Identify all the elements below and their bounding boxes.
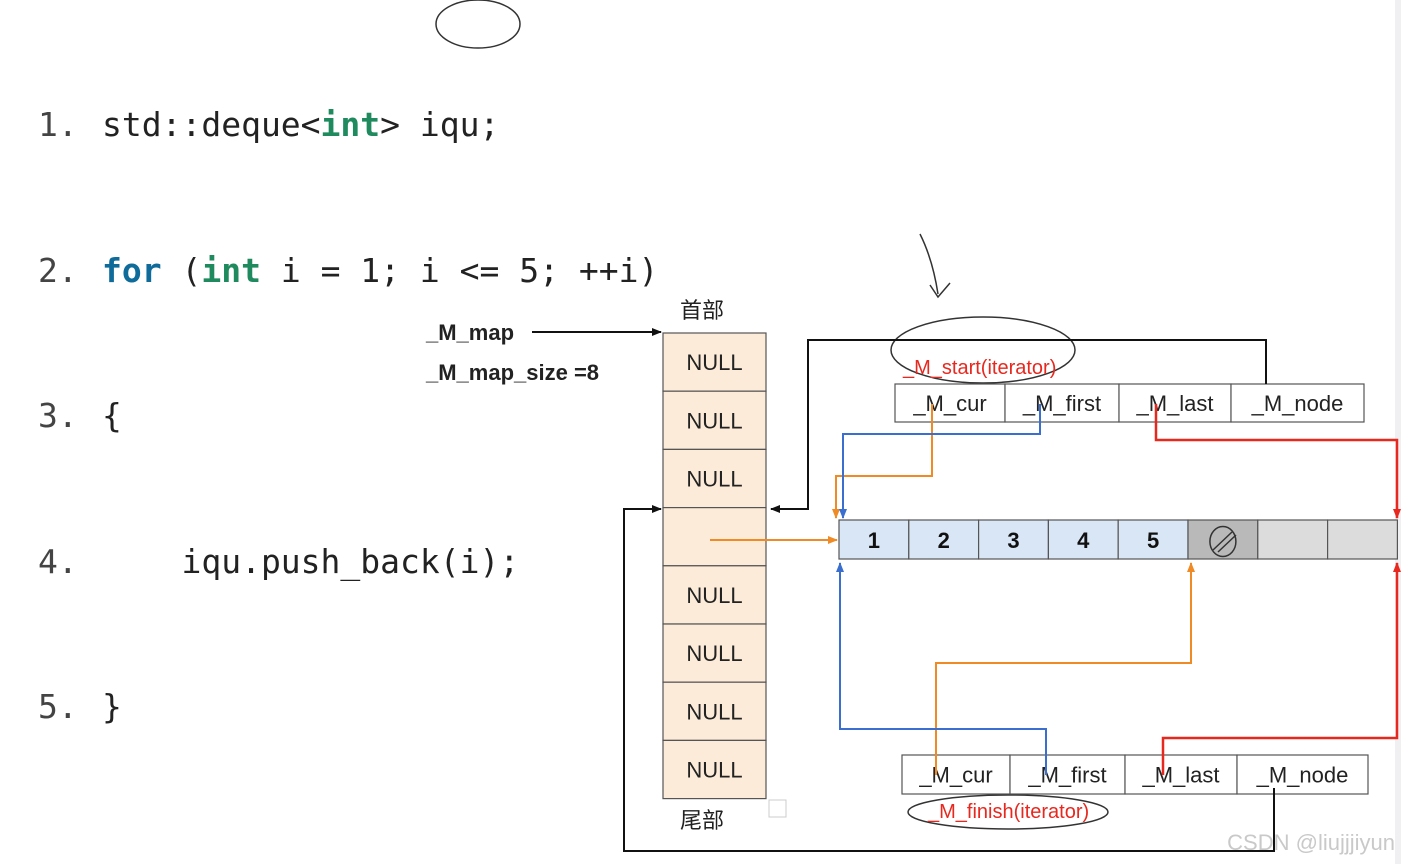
buffer-cell [1326,519,1398,560]
iterator-field [1009,754,1126,795]
code-token: ( [161,250,202,290]
iterator-field-text: _M_cur [918,763,992,788]
map-label: _M_map [425,320,514,345]
iterator-field-text: _M_last [1141,763,1219,788]
iterator-field [1230,383,1365,423]
code-token: > iqu; [380,105,500,144]
map-slot-text: NULL [686,699,742,724]
start-node-arrow [770,339,1267,513]
buffer-array: 1 2 3 4 5 [838,519,1398,560]
code-block: 1.std::deque<int> iqu; 2.for (int i = 1;… [38,4,658,780]
iterator-field [901,754,1011,795]
code-line: 1. std::deque<int> iqu; [38,101,658,150]
code-line: 5.} [38,683,658,732]
iterator-field [1236,754,1369,795]
start-iterator: _M_cur _M_first _M_last _M_node [894,383,1365,423]
code-line: 3. { [38,392,658,441]
tail-label: 尾部 [680,809,724,834]
handdrawn-arrow [919,233,951,299]
buffer-cell-text: 2 [938,528,950,553]
code-token: int [201,250,261,290]
code-token: iqu.push_back(i); [102,541,520,581]
map-slot-text: NULL [686,583,742,608]
map-size-label: _M_map_size =8 [425,360,599,385]
scribble-mark [1209,525,1237,558]
code-token: { [102,396,122,435]
iterator-field-text: _M_node [1251,391,1344,416]
map-slot [662,739,767,800]
line-number: 1. [38,105,78,144]
buffer-cell [1257,519,1329,560]
iterator-field [1124,754,1238,795]
start-last-arrow [1154,404,1401,519]
head-label: 首部 [680,299,724,324]
iterator-field-text: _M_cur [912,391,986,416]
iterator-field [894,383,1006,423]
code-token: int [320,105,381,144]
map-slot [662,332,767,392]
handdrawn-circle [435,0,521,49]
start-cur-arrow [832,404,933,519]
buffer-cell-text: 3 [1007,528,1019,553]
map-slot-text: NULL [686,350,742,375]
line-number: 4. [38,541,78,581]
map-array: NULL NULL NULL NULL NULL NULL NULL [662,332,767,800]
map-slot [662,623,767,683]
map-slot-text: NULL [686,467,742,492]
buffer-cell-text: 1 [868,528,880,553]
line-number: 2. [38,250,78,290]
code-token: std::deque< [102,105,321,144]
finish-iterator-label: _M_finish(iterator) [927,801,1089,823]
map-slot [662,507,767,567]
small-square [768,799,787,818]
finish-first-arrow [836,562,1047,775]
buffer-cell-text: 5 [1147,528,1159,553]
line-number: 5. [38,687,78,726]
finish-iterator: _M_cur _M_first _M_last _M_node [901,754,1369,795]
handdrawn-circle [890,316,1076,384]
iterator-field-text: _M_first [1027,763,1106,788]
map-slot-text: NULL [686,408,742,433]
code-line: 2. for (int i = 1; i <= 5; ++i) [38,247,658,296]
code-token: i = 1; i <= 5; ++i) [260,250,659,290]
scribble-mark [1212,531,1237,553]
iterator-field [1004,383,1120,423]
line-number: 3. [38,396,78,435]
window-edge [1395,0,1401,864]
handdrawn-circle [907,794,1109,830]
buffer-cell-text: 4 [1077,528,1090,553]
finish-node-arrow [623,505,1275,852]
buffer-cell [977,519,1049,560]
start-iterator-label: _M_start(iterator) [902,357,1056,379]
start-first-arrow [839,404,1041,519]
finish-cur-arrow [935,562,1195,775]
finish-last-arrow [1161,562,1401,775]
code-token: for [102,250,162,290]
code-line: 4. iqu.push_back(i); [38,538,658,587]
iterator-field-text: _M_first [1022,391,1101,416]
buffer-cell [908,519,980,560]
iterator-field-text: _M_last [1135,391,1213,416]
watermark: CSDN @liujjjiyun [1227,830,1395,855]
buffer-cell [1047,519,1119,560]
map-slot-text: NULL [686,641,742,666]
map-slot [662,681,767,742]
iterator-field-text: _M_node [1256,763,1349,788]
code-token: } [102,687,122,726]
map-slot-text: NULL [686,758,742,783]
